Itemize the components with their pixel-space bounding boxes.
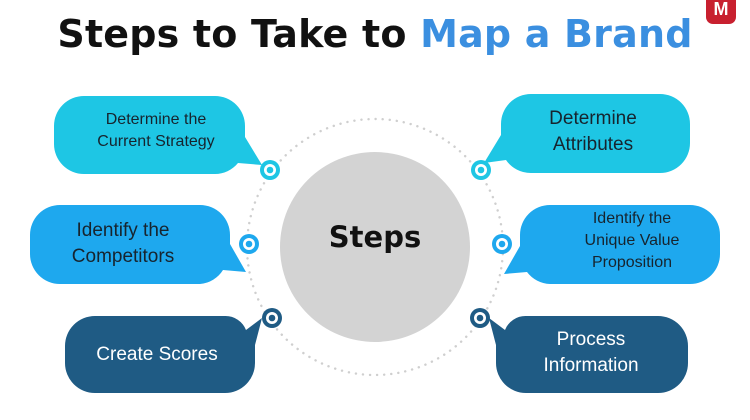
node-target-4 [471,160,491,180]
title-prefix: Steps to Take to [57,12,421,56]
step-label-determine-current-strategy: Determine the Current Strategy [97,111,215,151]
step-label-process-information: Process Information [543,329,639,377]
step-label-unique-value-proposition: Identify the Unique Value Proposition [584,210,680,272]
title-highlight: Map a Brand [420,12,693,56]
node-target-6 [470,308,490,328]
page-title: Steps to Take to Map a Brand [0,12,750,56]
step-box-determine-current-strategy [54,96,262,174]
node-target-2 [239,234,259,254]
brand-logo: M [706,0,736,24]
step-box-determine-attributes [484,94,690,174]
step-box-process-information [489,315,688,393]
step-box-create-scores [65,315,262,393]
step-label-determine-attributes: Determine Attributes [549,108,637,156]
step-box-identify-competitors [30,205,246,284]
node-target-5 [492,234,512,254]
step-label-identify-competitors: Identify the Competitors [71,220,175,268]
step-label-create-scores: Create Scores [96,344,218,365]
brand-logo-letter: M [713,0,729,19]
step-box-unique-value-proposition [504,205,720,284]
center-circle [280,152,470,342]
node-target-3 [262,308,282,328]
center-label: Steps [328,220,422,254]
node-target-1 [260,160,280,180]
